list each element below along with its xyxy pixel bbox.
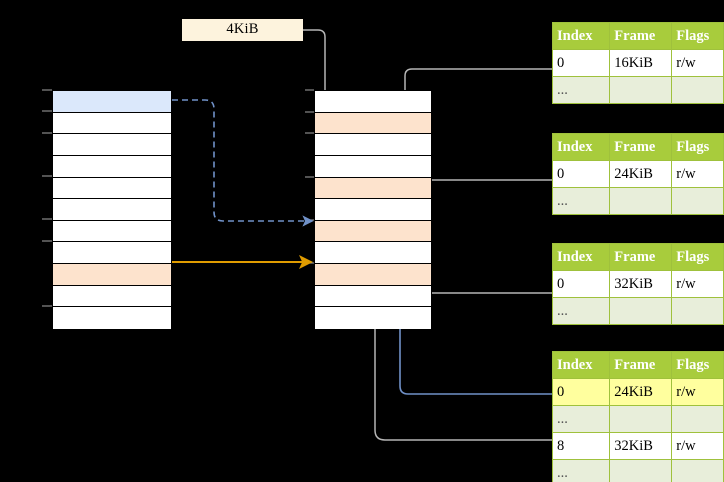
virtual-row-row-4 xyxy=(53,177,171,200)
left-table-ticks xyxy=(42,89,52,307)
cell-index: ... xyxy=(551,459,611,482)
chip-4kib: 4KiB xyxy=(182,19,303,41)
cell-frame: 32KiB xyxy=(609,432,673,460)
cell-index: ... xyxy=(551,405,611,433)
cell-flags xyxy=(671,187,724,215)
table-row: ... xyxy=(551,76,724,104)
physical-row-row-9 xyxy=(315,285,431,308)
physical-row-row-5 xyxy=(315,199,431,221)
cell-flags xyxy=(671,405,724,433)
cell-flags xyxy=(671,76,724,104)
column-header-index: Index xyxy=(551,133,611,161)
virtual-row-row-0 xyxy=(53,91,171,113)
column-header-index: Index xyxy=(551,351,611,379)
cell-frame: 16KiB xyxy=(609,49,673,77)
virtual-row-row-9 xyxy=(53,285,171,308)
cell-frame xyxy=(609,76,673,104)
virtual-row-row-7 xyxy=(53,242,171,264)
column-header-frame: Frame xyxy=(609,133,673,161)
cell-index: 0 xyxy=(551,378,611,406)
chip-label: 4KiB xyxy=(226,21,259,37)
cell-index: ... xyxy=(551,187,611,215)
table-row: ... xyxy=(551,187,724,215)
cell-flags: r/w xyxy=(671,378,724,406)
physical-row-row-6 xyxy=(315,220,431,243)
physical-row-row-7 xyxy=(315,242,431,264)
cell-flags xyxy=(671,459,724,482)
virtual-row-row-1 xyxy=(53,112,171,135)
connector-leftrow0-to-middle xyxy=(172,99,314,227)
cell-index: 0 xyxy=(551,49,611,77)
column-header-flags: Flags xyxy=(671,133,724,161)
column-header-flags: Flags xyxy=(671,243,724,271)
cell-flags xyxy=(671,297,724,325)
cell-frame xyxy=(609,187,673,215)
virtual-row-row-2 xyxy=(53,134,171,156)
physical-memory-table xyxy=(314,90,432,329)
column-header-frame: Frame xyxy=(609,22,673,50)
table-row: ... xyxy=(551,459,724,482)
physical-row-row-2 xyxy=(315,134,431,156)
column-header-index: Index xyxy=(551,243,611,271)
cell-index: ... xyxy=(551,297,611,325)
cell-index: 8 xyxy=(551,432,611,460)
virtual-row-row-3 xyxy=(53,155,171,178)
column-header-frame: Frame xyxy=(609,243,673,271)
physical-row-row-4 xyxy=(315,177,431,200)
column-header-index: Index xyxy=(551,22,611,50)
cell-flags: r/w xyxy=(671,270,724,298)
cell-frame: 24KiB xyxy=(609,160,673,188)
table-row: ... xyxy=(551,297,724,325)
virtual-row-row-5 xyxy=(53,199,171,221)
cell-index: 0 xyxy=(551,160,611,188)
cell-flags: r/w xyxy=(671,49,724,77)
physical-row-row-1 xyxy=(315,112,431,135)
cell-flags: r/w xyxy=(671,160,724,188)
physical-row-row-0 xyxy=(315,91,431,113)
table-row: ... xyxy=(551,405,724,433)
cell-index: 0 xyxy=(551,270,611,298)
physical-row-row-3 xyxy=(315,155,431,178)
cell-frame xyxy=(609,405,673,433)
virtual-row-row-6 xyxy=(53,220,171,243)
physical-row-row-10 xyxy=(315,307,431,329)
column-header-flags: Flags xyxy=(671,351,724,379)
physical-row-row-8 xyxy=(315,264,431,286)
column-header-flags: Flags xyxy=(671,22,724,50)
cell-frame xyxy=(609,459,673,482)
column-header-frame: Frame xyxy=(609,351,673,379)
cell-frame xyxy=(609,297,673,325)
middle-table-ticks xyxy=(305,89,314,264)
virtual-row-row-8 xyxy=(53,264,171,286)
cell-flags: r/w xyxy=(671,432,724,460)
cell-index: ... xyxy=(551,76,611,104)
virtual-address-table xyxy=(52,90,172,329)
cell-frame: 24KiB xyxy=(609,378,673,406)
cell-frame: 32KiB xyxy=(609,270,673,298)
virtual-row-row-10 xyxy=(53,307,171,329)
